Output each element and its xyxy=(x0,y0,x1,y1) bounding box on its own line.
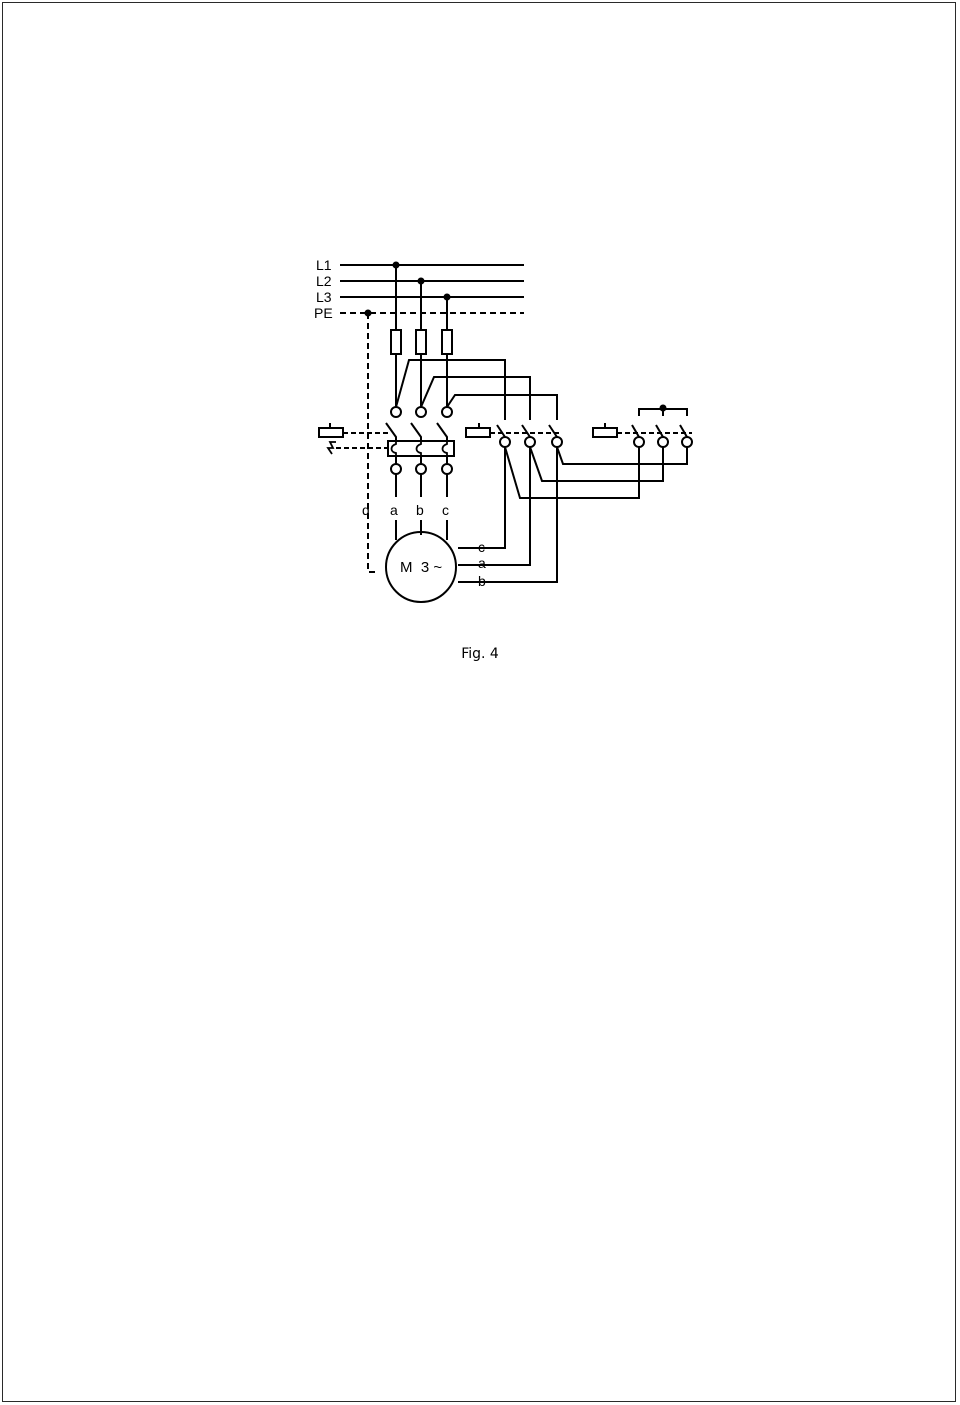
third-contact-1 xyxy=(631,424,640,438)
cross-wire-3 xyxy=(556,446,688,465)
fuse-l1 xyxy=(390,329,402,355)
supply-bus xyxy=(340,261,524,317)
right-lead-b xyxy=(458,447,558,583)
contactor-terminal-top-2 xyxy=(415,406,427,418)
second-contact-3 xyxy=(548,424,558,438)
right-lead-a xyxy=(458,447,531,566)
second-contact-2 xyxy=(521,424,531,438)
motor-side-label-a: a xyxy=(390,502,398,518)
right-terminal-label-c: c xyxy=(478,539,485,555)
coil-second xyxy=(465,427,491,438)
branch-to-second-contactor-2 xyxy=(420,376,531,420)
branch-to-second-contactor-3 xyxy=(446,394,558,420)
contactor-terminal-top-1 xyxy=(390,406,402,418)
fuse-l2 xyxy=(415,329,427,355)
trip-symbol xyxy=(326,441,336,455)
overload-element-1 xyxy=(390,441,397,456)
contactor-terminal-top-3 xyxy=(441,406,453,418)
main-contact-1 xyxy=(385,422,397,441)
motor-terminal-2 xyxy=(415,463,427,475)
motor-terminal-3 xyxy=(441,463,453,475)
fuse-l3 xyxy=(441,329,453,355)
third-contactor-terminal-3 xyxy=(681,436,693,448)
second-contactor-terminal-3 xyxy=(551,436,563,448)
main-contact-2 xyxy=(410,422,422,441)
third-contactor-terminal-2 xyxy=(657,436,669,448)
second-contactor-terminal-2 xyxy=(524,436,536,448)
motor-side-label-c: c xyxy=(442,502,449,518)
bus-label-l2: L2 xyxy=(316,273,332,289)
motor-side-label-b: b xyxy=(416,502,424,518)
motor-terminal-1 xyxy=(390,463,402,475)
second-contactor-terminal-1 xyxy=(499,436,511,448)
motor-side-label-d: d xyxy=(362,502,370,518)
motor xyxy=(385,531,457,603)
coil-third xyxy=(592,427,618,438)
main-contact-3 xyxy=(436,422,448,441)
right-terminal-label-b: b xyxy=(478,573,486,589)
motor-label: M 3 ~ xyxy=(400,559,442,576)
right-lead-c xyxy=(458,447,506,549)
overload-element-3 xyxy=(441,441,448,456)
branch-to-second-contactor-1 xyxy=(395,359,506,420)
bus-label-pe: PE xyxy=(314,305,333,321)
right-terminal-label-a: a xyxy=(478,555,486,571)
coil-main xyxy=(318,427,344,438)
second-contact-1 xyxy=(496,424,506,438)
pe-conductor xyxy=(367,313,378,573)
star-bridge-dot xyxy=(659,404,667,412)
third-contact-3 xyxy=(679,424,688,438)
bus-label-l3: L3 xyxy=(316,289,332,305)
figure-caption: Fig. 4 xyxy=(461,646,499,662)
bus-label-l1: L1 xyxy=(316,257,332,273)
cross-wire-1 xyxy=(504,446,640,499)
third-contactor-terminal-1 xyxy=(633,436,645,448)
overload-element-2 xyxy=(415,441,422,456)
third-contact-2 xyxy=(655,424,664,438)
